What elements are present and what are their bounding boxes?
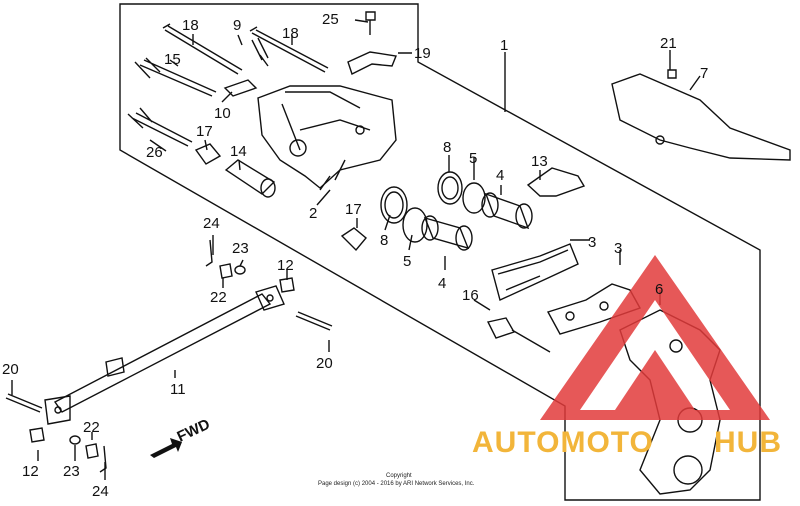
- seal-5-lower: [402, 207, 428, 243]
- part-label: 5: [403, 253, 411, 270]
- washer-23-upper: [234, 265, 246, 275]
- watermark-text-secondary: HUB: [714, 426, 782, 459]
- part-label: 23: [63, 463, 80, 480]
- pad-spring-19: [347, 51, 397, 75]
- part-label: 14: [230, 143, 247, 160]
- bolt-18-left: [162, 23, 243, 75]
- part-label: 19: [414, 45, 431, 62]
- plug-16: [486, 317, 551, 353]
- part-label: 8: [380, 232, 388, 249]
- bolt-20-right: [295, 311, 333, 331]
- cotter-pin-24-upper: [205, 239, 213, 267]
- part-label: 3: [614, 240, 622, 257]
- part-label: 4: [438, 275, 446, 292]
- assembly-frame-outline: [119, 3, 761, 501]
- shim-13: [526, 167, 586, 197]
- part-label: 5: [469, 150, 477, 167]
- bleeder-screw-9: [251, 37, 269, 67]
- nut-22-upper: [219, 263, 233, 279]
- part-label: 11: [170, 381, 186, 398]
- part-label: 23: [232, 240, 249, 257]
- part-label: 25: [322, 11, 339, 28]
- part-label: 12: [22, 463, 39, 480]
- seal-8-upper: [437, 171, 463, 205]
- caliper-cover-7: [611, 73, 791, 161]
- watermark-triangle-icon: [540, 255, 770, 420]
- bolt-25: [365, 11, 376, 35]
- nut-22-lower: [85, 443, 99, 459]
- sleeve-14: [224, 159, 276, 195]
- part-label: 1: [500, 37, 508, 54]
- boot-17-lower: [340, 227, 367, 252]
- part-label: 17: [196, 123, 213, 140]
- bolt-20-left: [5, 393, 43, 413]
- part-label: 24: [92, 483, 109, 500]
- cap-10: [223, 79, 258, 97]
- brake-pad-3-inner: [491, 243, 579, 301]
- part-label: 8: [443, 139, 451, 156]
- part-label: 20: [316, 355, 333, 372]
- piston-4-upper: [484, 192, 530, 230]
- bolt-18-right: [249, 26, 329, 73]
- part-label: 15: [164, 51, 181, 68]
- piston-4-lower: [423, 216, 470, 250]
- part-label: 18: [282, 25, 299, 42]
- part-label: 4: [496, 167, 504, 184]
- collar-12-lower: [29, 427, 45, 443]
- part-label: 16: [462, 287, 479, 304]
- part-label: 2: [309, 205, 317, 222]
- seal-8-lower: [380, 186, 408, 224]
- part-label: 10: [214, 105, 231, 122]
- bolt-26: [127, 107, 193, 147]
- part-label: 9: [233, 17, 241, 34]
- caliper-body-2: [257, 85, 397, 189]
- collar-12-upper: [279, 277, 295, 293]
- part-label: 7: [700, 65, 708, 82]
- forward-arrow-icon: [150, 438, 182, 458]
- copyright-line-2: Page design (c) 2004 - 2016 by ARI Netwo…: [318, 481, 475, 487]
- part-label: 22: [210, 289, 227, 306]
- seal-5-upper: [462, 182, 486, 214]
- part-label: 18: [182, 17, 199, 34]
- torque-link-11: [53, 293, 272, 413]
- part-label: 13: [531, 153, 548, 170]
- part-label: 6: [655, 281, 663, 298]
- part-label: 24: [203, 215, 220, 232]
- washer-23-lower: [69, 435, 81, 445]
- watermark-logo: [540, 255, 770, 420]
- cotter-pin-24-lower: [99, 445, 107, 473]
- part-label: 17: [345, 201, 362, 218]
- bolt-15: [134, 57, 217, 97]
- part-label: 22: [83, 419, 100, 436]
- part-label: 26: [146, 144, 163, 161]
- copyright-line-1: Copyright: [386, 473, 412, 479]
- part-label: 21: [660, 35, 677, 52]
- part-label: 20: [2, 361, 19, 378]
- watermark-text-primary: AUTOMOTO: [472, 426, 654, 459]
- forward-direction-label: FWD: [175, 416, 213, 446]
- part-label: 12: [277, 257, 294, 274]
- boot-17-upper: [194, 143, 222, 165]
- part-label: 3: [588, 234, 596, 251]
